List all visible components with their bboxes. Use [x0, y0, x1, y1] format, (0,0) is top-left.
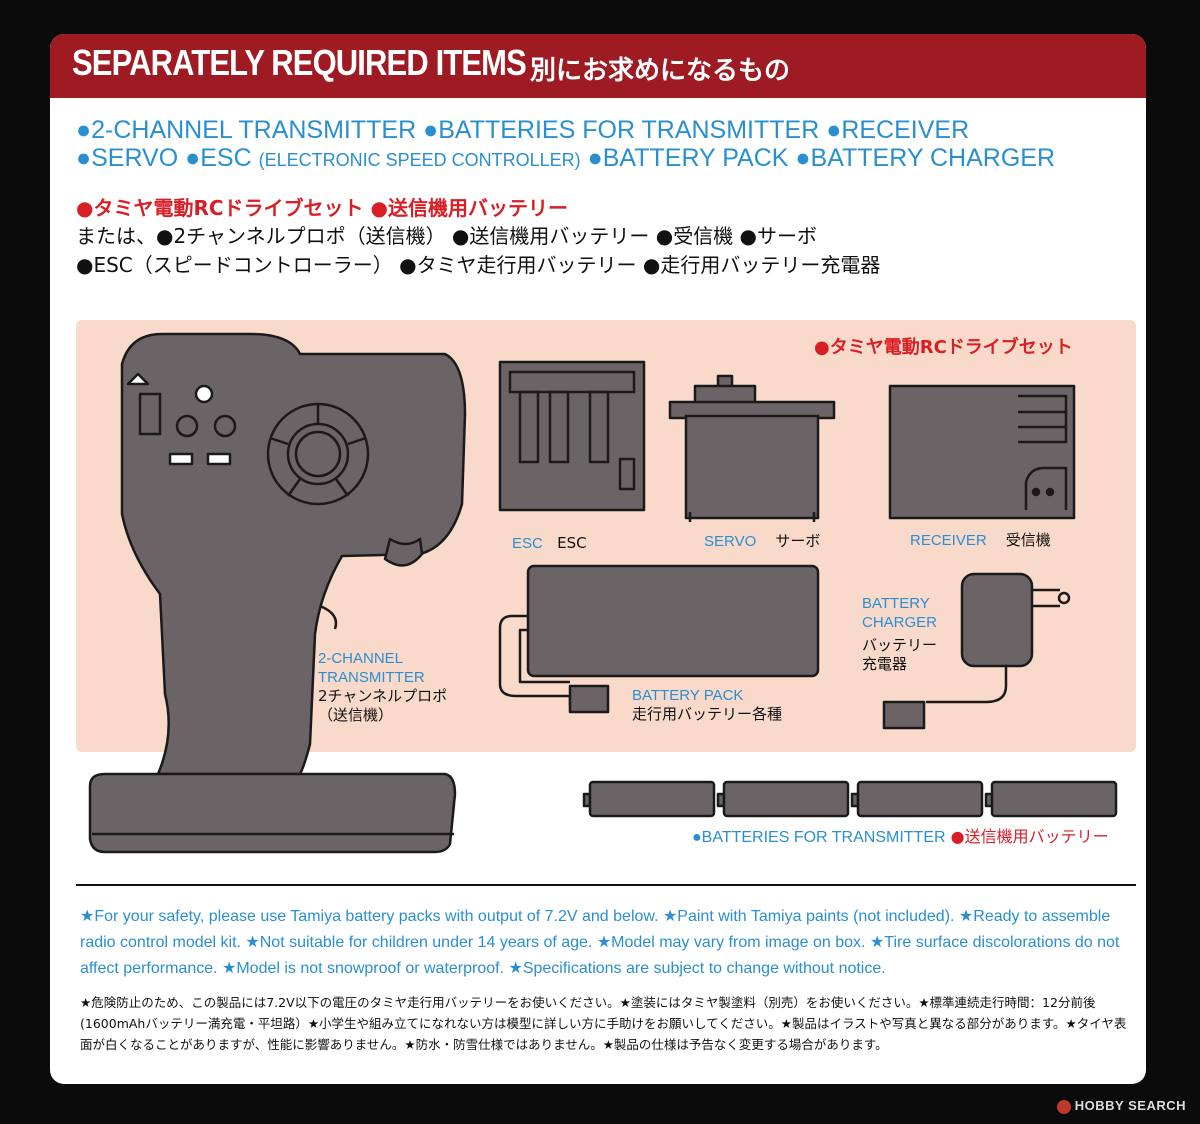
divider — [76, 884, 1136, 886]
receiver-label-en: RECEIVER — [910, 532, 987, 549]
transmitter-label-en1: 2-CHANNEL — [318, 650, 404, 667]
req-receiver: RECEIVER — [841, 116, 970, 144]
jp-item: 受信機 — [673, 224, 734, 248]
drive-set-label: ●タミヤ電動RCドライブセット — [814, 337, 1073, 358]
esc-illustration — [498, 360, 646, 512]
receiver-label-jp: 受信機 — [1005, 531, 1051, 549]
jp-item: タミヤ走行用バッテリー — [416, 253, 637, 277]
esc-label-en: ESC — [512, 535, 543, 552]
battery-pack-label-jp: 走行用バッテリー各種 — [632, 705, 783, 723]
charger-label-en2: CHARGER — [862, 614, 938, 631]
hobby-search-logo-icon — [1056, 1099, 1071, 1114]
jp-line-2: または、●2チャンネルプロポ（送信機） ●送信機用バッテリー ●受信機 ●サーボ — [76, 224, 818, 248]
req-servo: SERVO — [91, 144, 179, 172]
jp-drive-set: タミヤ電動RCドライブセット — [93, 196, 364, 220]
jp-item: 送信機用バッテリー — [469, 224, 650, 248]
servo-label-jp: サーボ — [775, 532, 821, 550]
req-esc-full: (ELECTRONIC SPEED CONTROLLER) — [258, 150, 581, 170]
notes-english: ★For your safety, please use Tamiya batt… — [80, 908, 1120, 977]
jp-or-prefix: または、 — [76, 224, 156, 248]
servo-label-en: SERVO — [704, 533, 757, 550]
servo-label: SERVO サーボ — [704, 532, 820, 551]
esc-label-jp: ESC — [557, 534, 587, 552]
battery-pack-label: BATTERY PACK 走行用バッテリー各種 — [632, 686, 782, 724]
required-row-1: ●2-CHANNEL TRANSMITTER ●BATTERIES FOR TR… — [76, 116, 970, 144]
jp-tx-battery: 送信機用バッテリー — [387, 196, 568, 220]
charger-label-jp1: バッテリー — [862, 636, 938, 654]
battery-pack-label-en: BATTERY PACK — [632, 687, 744, 704]
tx-batteries-label-jp: 送信機用バッテリー — [964, 827, 1109, 846]
jp-item: サーボ — [757, 224, 818, 248]
battery-pack-illustration — [498, 564, 820, 714]
tx-batteries-label: ●BATTERIES FOR TRANSMITTER ●送信機用バッテリー — [692, 827, 1109, 846]
charger-illustration — [882, 572, 1071, 730]
transmitter-label: 2-CHANNEL TRANSMITTER 2チャンネルプロポ （送信機） — [318, 649, 447, 725]
watermark-text: HOBBY SEARCH — [1074, 1098, 1186, 1113]
transmitter-label-jp2: （送信機） — [318, 706, 394, 724]
esc-label: ESC ESC — [512, 534, 587, 553]
jp-item: 走行用バッテリー充電器 — [660, 253, 881, 277]
receiver-illustration — [888, 384, 1076, 520]
charger-label-jp2: 充電器 — [862, 655, 908, 673]
transmitter-label-en2: TRANSMITTER — [318, 669, 425, 686]
charger-label-en1: BATTERY — [862, 595, 930, 612]
req-tx-batteries: BATTERIES FOR TRANSMITTER — [438, 116, 820, 144]
watermark: HOBBY SEARCH — [1056, 1098, 1186, 1114]
tx-batteries-label-en: BATTERIES FOR TRANSMITTER — [701, 829, 946, 846]
jp-item: ESC（スピードコントローラー） — [93, 253, 393, 277]
receiver-label: RECEIVER 受信機 — [910, 531, 1051, 550]
transmitter-label-jp1: 2チャンネルプロポ — [318, 687, 448, 705]
transmitter-illustration — [88, 332, 467, 854]
banner-title-en: SEPARATELY REQUIRED ITEMS — [72, 42, 527, 83]
header-banner: SEPARATELY REQUIRED ITEMS 別にお求めになるもの — [50, 34, 1146, 98]
req-esc: ESC — [200, 144, 252, 172]
charger-label: BATTERY CHARGER バッテリー 充電器 — [862, 594, 937, 674]
drive-set-text: タミヤ電動RCドライブセット — [829, 337, 1073, 358]
jp-line-3: ●ESC（スピードコントローラー） ●タミヤ走行用バッテリー ●走行用バッテリー… — [76, 253, 881, 277]
req-battery-pack: BATTERY PACK — [602, 144, 789, 172]
req-battery-charger: BATTERY CHARGER — [810, 144, 1056, 172]
banner-title-jp: 別にお求めになるもの — [530, 56, 791, 86]
servo-illustration — [668, 374, 836, 522]
equipment-illustration — [88, 332, 1118, 854]
aa-batteries-illustration — [582, 780, 1118, 818]
required-row-2: ●SERVO ●ESC (ELECTRONIC SPEED CONTROLLER… — [76, 144, 1056, 172]
jp-red-line: ●タミヤ電動RCドライブセット ●送信機用バッテリー — [76, 196, 568, 220]
info-card: SEPARATELY REQUIRED ITEMS 別にお求めになるもの ●2-… — [50, 34, 1146, 1084]
notes-japanese: ★危険防止のため、この製品には7.2V以下の電圧のタミヤ走行用バッテリーをお使い… — [80, 995, 1127, 1052]
req-2ch-transmitter: 2-CHANNEL TRANSMITTER — [91, 116, 417, 144]
jp-item: 2チャンネルプロポ（送信機） — [173, 224, 446, 248]
